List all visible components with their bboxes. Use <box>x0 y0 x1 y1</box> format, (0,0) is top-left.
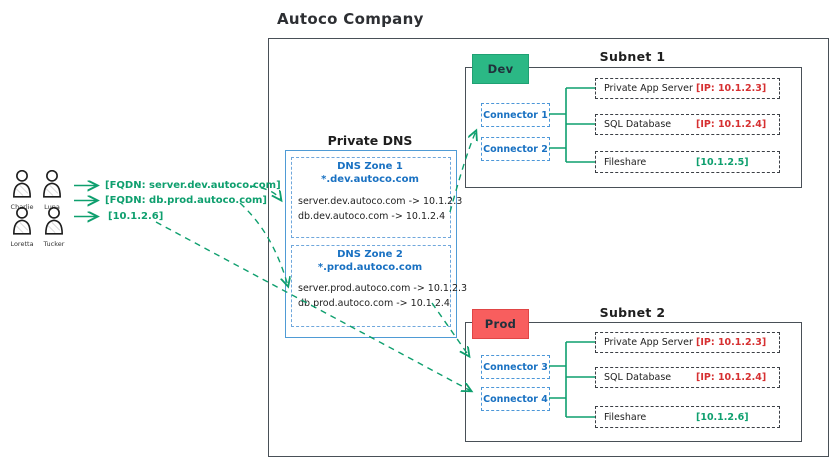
person-name: Tucker <box>43 240 65 248</box>
user-luna: Luna <box>38 169 66 211</box>
connector-2-box: Connector 2 <box>481 137 550 161</box>
server-ip: [IP: 10.1.2.3] <box>696 83 767 94</box>
connector-4-box: Connector 4 <box>481 387 550 411</box>
person-icon <box>13 206 31 235</box>
server-name: SQL Database <box>604 372 672 383</box>
dns-zone-2-title: DNS Zone 2 <box>337 249 403 260</box>
subnet-1-box <box>465 67 802 188</box>
dns-record: db.dev.autoco.com -> 10.1.2.4 <box>298 211 446 222</box>
server-name: Private App Server <box>604 83 693 94</box>
query-label-fqdn-prod: [FQDN: db.prod.autoco.com] <box>105 195 267 206</box>
server-name: Private App Server <box>604 337 693 348</box>
person-name: Loretta <box>10 240 34 248</box>
server-row: Fileshare [10.1.2.5] <box>595 151 780 173</box>
server-ip: [IP: 10.1.2.4] <box>696 119 767 130</box>
server-name: Fileshare <box>604 156 647 168</box>
dns-record: server.dev.autoco.com -> 10.1.2.3 <box>298 196 463 207</box>
env-badge-dev: Dev <box>472 54 529 84</box>
server-row: SQL Database [IP: 10.1.2.4] <box>595 114 780 135</box>
person-name: Luna <box>44 203 60 211</box>
private-dns-title: Private DNS <box>327 133 413 148</box>
server-row: Private App Server [IP: 10.1.2.3] <box>595 332 780 353</box>
dns-record: server.prod.autoco.com -> 10.1.2.3 <box>298 283 468 294</box>
server-row: Fileshare [10.1.2.6] <box>595 406 780 428</box>
subnet-2-title: Subnet 2 <box>599 305 666 320</box>
server-ip: [IP: 10.1.2.3] <box>696 337 767 348</box>
query-label-fqdn-dev: [FQDN: server.dev.autoco.com] <box>105 180 281 191</box>
person-icon <box>45 206 63 235</box>
dns-zone-1-wildcard: *.dev.autoco.com <box>321 174 419 185</box>
dns-zone-2-wildcard: *.prod.autoco.com <box>317 262 423 273</box>
query-label-ip: [10.1.2.6] <box>108 211 164 222</box>
server-row: Private App Server [IP: 10.1.2.3] <box>595 78 780 99</box>
user-loretta: Loretta <box>8 206 36 248</box>
server-name: SQL Database <box>604 119 672 130</box>
person-icon <box>13 169 31 198</box>
connector-1-box: Connector 1 <box>481 103 550 127</box>
server-ip: [10.1.2.6] <box>696 411 749 423</box>
user-query-arrows <box>74 186 97 217</box>
connector-3-box: Connector 3 <box>481 355 550 379</box>
diagram-title: Autoco Company <box>277 10 424 28</box>
dns-zone-1-title: DNS Zone 1 <box>337 161 403 172</box>
server-name: Fileshare <box>604 411 647 423</box>
server-ip: [IP: 10.1.2.4] <box>696 372 767 383</box>
env-badge-prod: Prod <box>472 309 529 339</box>
server-row: SQL Database [IP: 10.1.2.4] <box>595 367 780 388</box>
subnet-1-title: Subnet 1 <box>599 49 666 64</box>
server-ip: [10.1.2.5] <box>696 156 749 168</box>
dns-record: db.prod.autoco.com -> 10.1.2.4 <box>298 298 450 309</box>
user-tucker: Tucker <box>40 206 68 248</box>
user-charlie: Charlie <box>8 169 36 211</box>
person-icon <box>43 169 61 198</box>
